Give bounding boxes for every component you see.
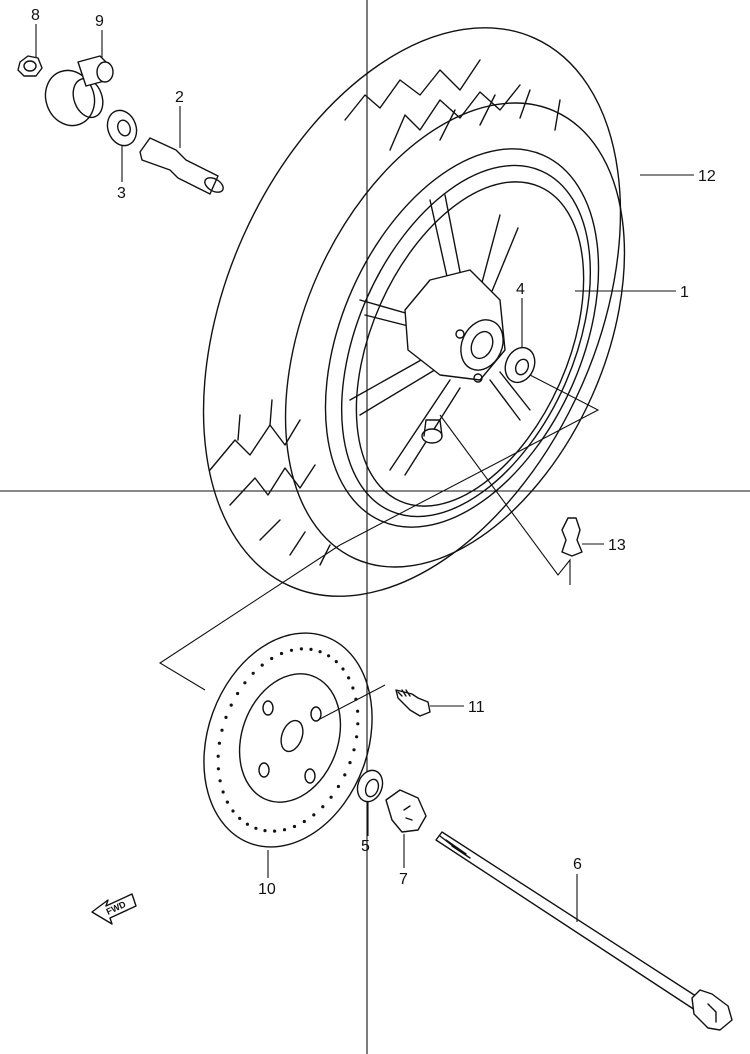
disc-hole <box>343 773 347 777</box>
disc-hole <box>302 819 306 824</box>
disc-hole <box>352 748 356 752</box>
spacer-ring <box>356 769 384 803</box>
callout-9: 9 <box>95 13 104 30</box>
callout-13: 13 <box>608 537 626 554</box>
disc-hole <box>273 829 277 833</box>
callout-3: 3 <box>117 185 126 202</box>
disc-hole <box>229 703 233 707</box>
air-valve <box>561 517 583 557</box>
callout-10: 10 <box>258 881 276 898</box>
spacer <box>139 137 224 195</box>
disc-hole <box>347 676 351 680</box>
callout-1: 1 <box>680 284 689 301</box>
disc-hole <box>329 795 333 799</box>
callout-2: 2 <box>175 89 184 106</box>
disc-hole <box>321 805 325 809</box>
disc-hole <box>318 650 322 654</box>
disc-hole <box>217 741 221 745</box>
disc-hole <box>221 790 225 794</box>
callout-12: 12 <box>698 168 716 185</box>
disc-hole <box>336 784 340 789</box>
disc-hole <box>351 686 355 690</box>
disc-hole <box>270 656 274 661</box>
speedometer-gearbox <box>44 55 114 127</box>
bearing-left <box>106 109 138 147</box>
disc-hole <box>356 709 360 713</box>
disc-hole <box>254 826 258 830</box>
disc-hole <box>356 722 360 726</box>
fwd-arrow: FWD <box>91 893 137 925</box>
disc-hole <box>299 647 303 651</box>
disc-bolt <box>395 689 431 717</box>
assembly-guide-lines <box>158 374 600 721</box>
disc-hole <box>327 654 331 658</box>
disc-hole <box>216 754 220 758</box>
rim <box>324 148 600 528</box>
brake-disc <box>203 632 373 848</box>
disc-hole <box>243 681 247 685</box>
front-axle <box>435 831 733 1031</box>
disc-hole <box>309 647 313 652</box>
disc-hole <box>245 822 249 826</box>
disc-hole <box>312 813 316 817</box>
disc-hole <box>225 800 229 804</box>
disc-hole <box>341 667 345 671</box>
disc-hole <box>282 828 287 832</box>
disc-hole <box>238 816 242 821</box>
axle-nut <box>17 55 43 77</box>
disc-hole <box>231 809 235 813</box>
leader-lines <box>35 24 694 922</box>
disc-hole <box>334 660 338 664</box>
disc-hole <box>224 715 228 720</box>
hub <box>404 269 506 383</box>
valve-hole <box>421 419 443 444</box>
disc-hole <box>279 651 284 656</box>
disc-hole <box>236 691 240 696</box>
disc-hole <box>251 671 255 675</box>
callout-6: 6 <box>573 856 582 873</box>
callout-5: 5 <box>361 838 370 855</box>
brake-disc-holes <box>216 647 360 833</box>
disc-hole <box>348 761 352 765</box>
spokes <box>349 194 531 476</box>
disc-hole <box>216 767 220 771</box>
callout-8: 8 <box>31 7 40 24</box>
disc-hole <box>292 824 297 829</box>
disc-hole <box>354 697 358 701</box>
bearing-right <box>504 346 536 384</box>
axle-collar <box>385 789 427 833</box>
disc-hole <box>263 829 267 833</box>
callout-7: 7 <box>399 871 408 888</box>
disc-hole <box>218 779 222 783</box>
callout-11: 11 <box>468 699 485 716</box>
disc-hole <box>220 728 224 732</box>
disc-hole <box>260 663 264 667</box>
disc-hole <box>355 735 359 739</box>
disc-hole <box>289 648 294 652</box>
callout-4: 4 <box>516 281 525 298</box>
